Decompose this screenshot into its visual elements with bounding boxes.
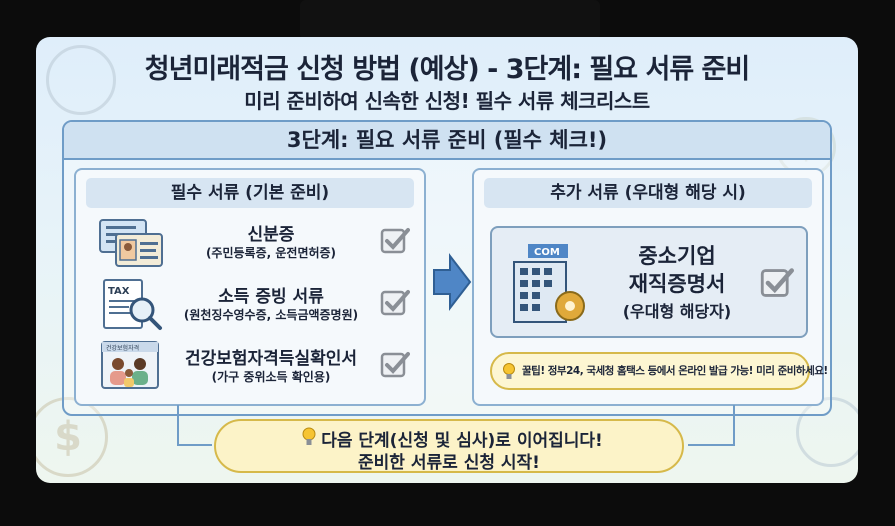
page-subtitle: 미리 준비하여 신속한 신청! 필수 서류 체크리스트 <box>244 89 650 113</box>
infographic-card: $ $ 청년미래적금 신청 방법 (예상) - 3단계: 필요 서류 준비 미리… <box>36 37 858 483</box>
clock-decoration-icon <box>46 45 116 115</box>
doc-note: (우대형 해당자) <box>622 302 732 321</box>
doc-item-id: 신분증 (주민등록증, 운전면허증) <box>88 216 418 274</box>
doc-name-line2: 재직증명서 <box>628 272 726 296</box>
doc-name: 소득 증빙 서류 <box>218 287 324 307</box>
tip-text: 꿀팁! 정부24, 국세청 홈택스 등에서 온라인 발급 가능! 미리 준비하세… <box>522 365 828 377</box>
lightbulb-icon <box>302 427 316 445</box>
next-step-line1: 다음 단계(신청 및 심사)로 이어집니다! <box>321 431 603 451</box>
coin-decoration-icon: $ <box>36 397 108 477</box>
checkbox-checked-icon[interactable] <box>380 288 410 318</box>
checkbox-checked-icon[interactable] <box>760 266 794 300</box>
step-heading: 3단계: 필요 서류 준비 (필수 체크!) <box>64 122 830 160</box>
next-step-line2: 준비한 서류로 신청 시작! <box>358 453 540 473</box>
required-docs-heading: 필수 서류 (기본 준비) <box>86 178 414 208</box>
required-docs-panel: 필수 서류 (기본 준비) 신분증 (주민등록증, 운전면허증) <box>74 168 426 406</box>
additional-docs-heading: 추가 서류 (우대형 해당 시) <box>484 178 812 208</box>
doc-note: (주민등록증, 운전면허증) <box>205 246 337 260</box>
doc-note: (가구 중위소득 확인용) <box>211 370 331 384</box>
doc-note: (원천징수영수증, 소득금액증명원) <box>183 308 359 322</box>
checkbox-checked-icon[interactable] <box>380 226 410 256</box>
svg-text:COM: COM <box>534 247 560 258</box>
lightbulb-icon <box>503 363 515 379</box>
step-panel: 3단계: 필요 서류 준비 (필수 체크!) 필수 서류 (기본 준비) 신분증… <box>62 120 832 416</box>
doc-item-income: TAX 소득 증빙 서류 (원천징수영수증, 소득금액증명원) <box>88 278 418 336</box>
svg-text:건강보험자격: 건강보험자격 <box>106 344 139 352</box>
family-insurance-icon: 건강보험자격 <box>101 341 159 389</box>
doc-name: 신분증 <box>247 225 295 245</box>
company-building-icon: COM <box>513 244 585 323</box>
doc-name: 건강보험자격득실확인서 <box>184 349 358 369</box>
page-title: 청년미래적금 신청 방법 (예상) - 3단계: 필요 서류 준비 <box>144 54 750 85</box>
checkbox-checked-icon[interactable] <box>380 350 410 380</box>
doc-name-line1: 중소기업 <box>638 244 716 268</box>
additional-docs-panel: 추가 서류 (우대형 해당 시) COM 중소기업 재직증명 <box>472 168 828 406</box>
arrow-right-icon <box>433 253 472 311</box>
tip-banner: 꿀팁! 정부24, 국세청 홈택스 등에서 온라인 발급 가능! 미리 준비하세… <box>490 352 828 390</box>
clock-decoration-icon-2 <box>796 397 858 467</box>
tax-document-icon: TAX <box>103 279 162 330</box>
background-blur <box>300 0 600 40</box>
doc-item-insurance: 건강보험자격 건강보험자격득실확인서 (가구 중위소득 확인용) <box>88 340 418 398</box>
svg-text:TAX: TAX <box>108 286 130 297</box>
doc-item-employment: COM 중소기업 재직증명서 (우대형 해당자) <box>490 226 808 338</box>
id-card-icon <box>99 219 163 267</box>
next-step-banner: 다음 단계(신청 및 심사)로 이어집니다! 준비한 서류로 신청 시작! <box>214 419 684 473</box>
